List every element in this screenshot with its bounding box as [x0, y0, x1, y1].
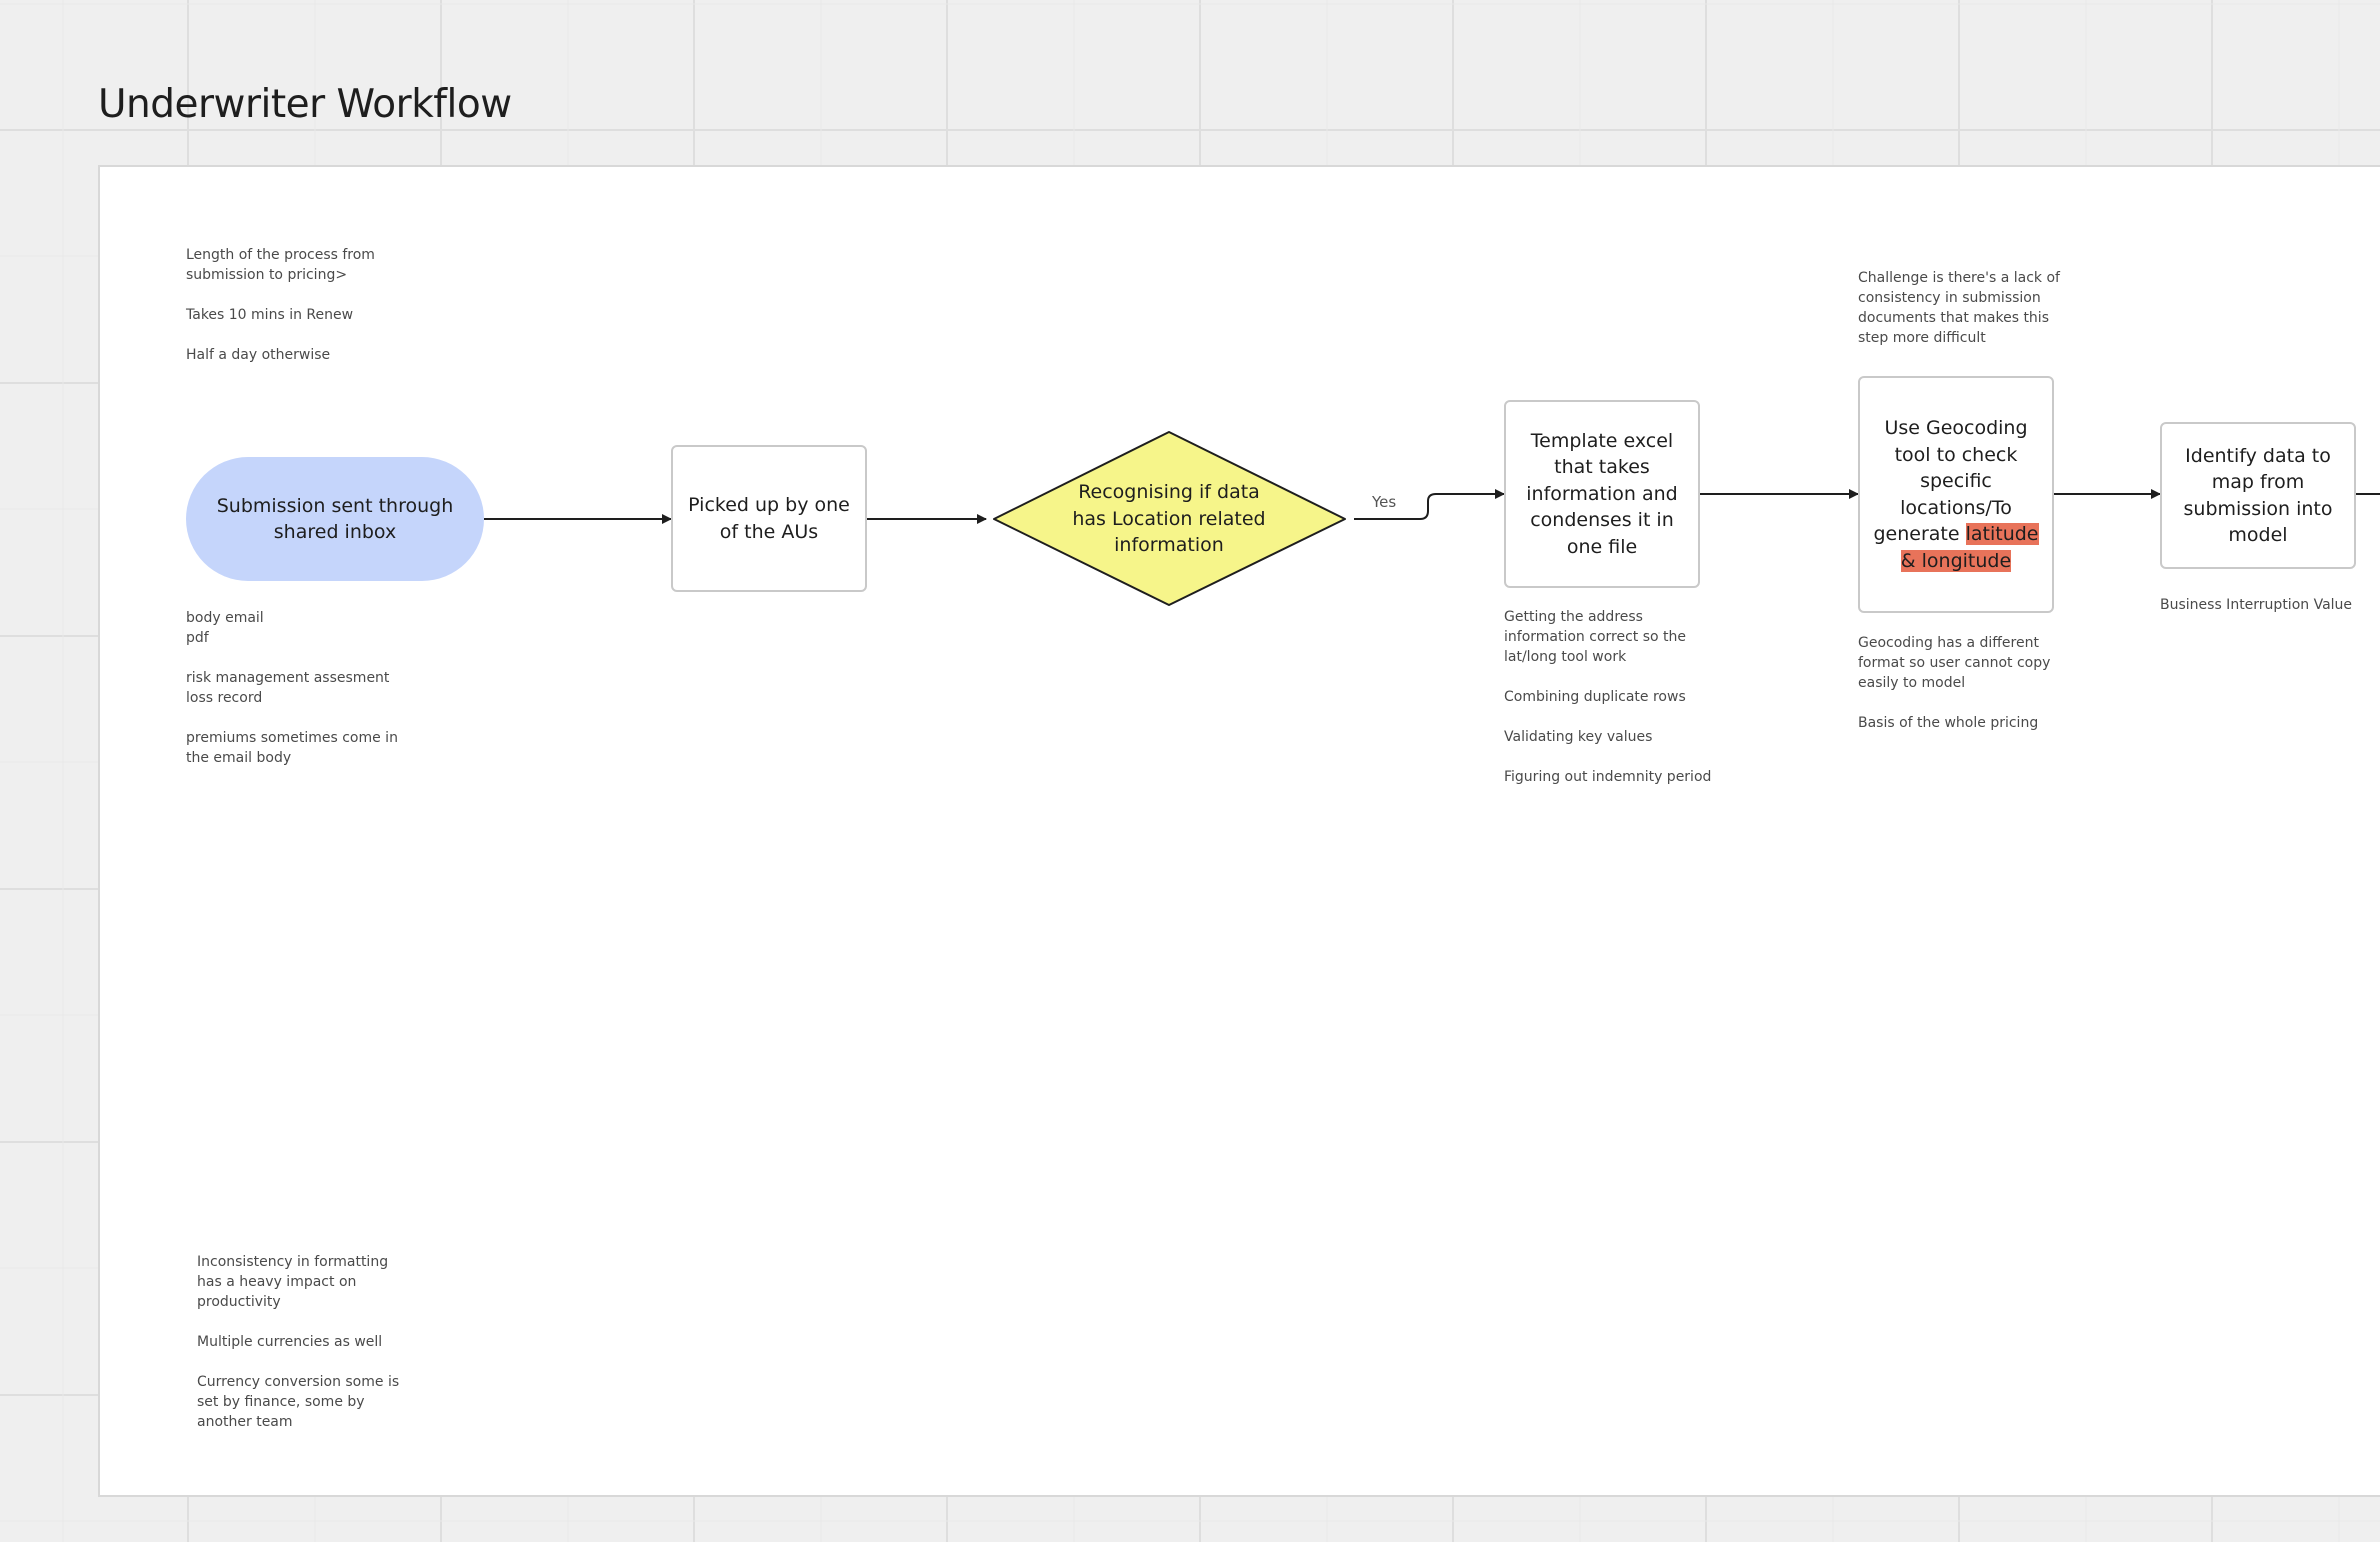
- identify-node-label: Identify data to map from submission int…: [2183, 444, 2333, 547]
- template-node[interactable]: Template excel that takes information an…: [1504, 400, 1700, 588]
- pickup-node-label: Picked up by one of the AUs: [688, 494, 850, 543]
- geocode-node-text: Use Geocoding tool to check specific loc…: [1873, 417, 2028, 545]
- identify-node[interactable]: Identify data to map from submission int…: [2160, 422, 2356, 569]
- start-node-label: Submission sent through shared inbox: [216, 494, 454, 544]
- edge-decision-template: [1354, 489, 1505, 520]
- formatting-note[interactable]: Inconsistency in formatting has a heavy …: [197, 1254, 400, 1430]
- yes-label: Yes: [1371, 493, 1396, 511]
- decision-node[interactable]: Recognising if data has Location related…: [1064, 469, 1274, 569]
- decision-node-label: Recognising if data has Location related…: [1072, 481, 1266, 557]
- pickup-node[interactable]: Picked up by one of the AUs: [671, 445, 867, 592]
- template-notes[interactable]: Getting the address information correct …: [1504, 609, 1712, 785]
- inbox-contents-note[interactable]: body email pdf risk management assesment…: [186, 610, 398, 766]
- identify-notes[interactable]: Business Interruption Value: [2160, 597, 2353, 613]
- geocode-challenge-note[interactable]: Challenge is there's a lack of consisten…: [1858, 270, 2060, 346]
- geocode-notes[interactable]: Geocoding has a different format so user…: [1858, 635, 2051, 731]
- start-node[interactable]: Submission sent through shared inbox: [186, 457, 484, 581]
- process-length-note[interactable]: Length of the process from submission to…: [186, 247, 375, 363]
- template-node-label: Template excel that takes information an…: [1526, 429, 1678, 558]
- decision-diamond: [993, 431, 1346, 606]
- geocode-node[interactable]: Use Geocoding tool to check specific loc…: [1858, 376, 2054, 613]
- geocode-node-label: Use Geocoding tool to check specific loc…: [1870, 415, 2042, 574]
- frame-title[interactable]: Underwriter Workflow: [98, 82, 512, 127]
